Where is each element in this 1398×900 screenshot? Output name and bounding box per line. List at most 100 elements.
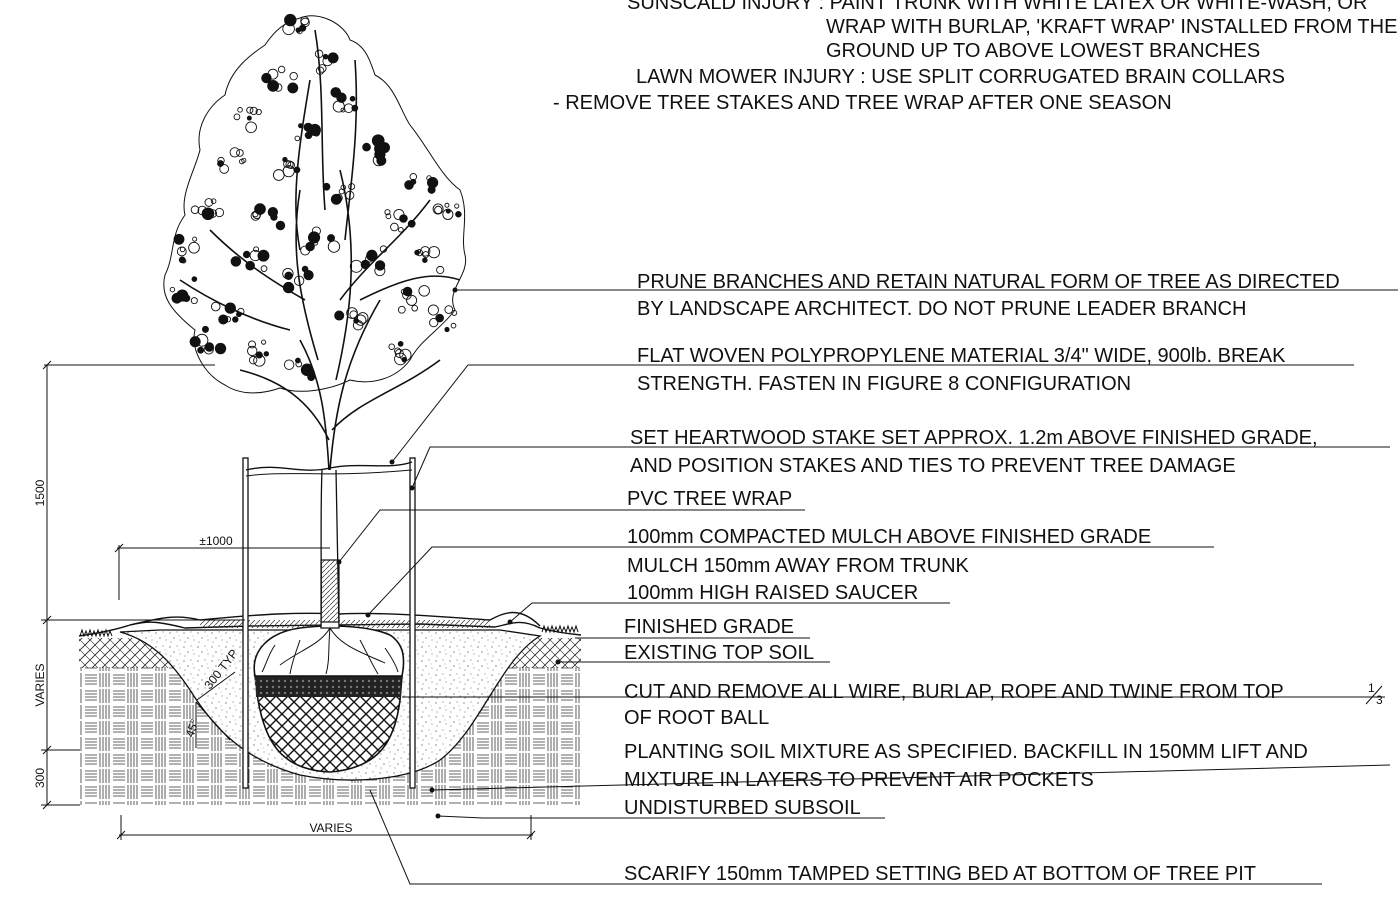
- leaf-clump: [402, 286, 413, 297]
- callout-scarify: SCARIFY 150mm TAMPED SETTING BED AT BOTT…: [624, 863, 1256, 885]
- leaf-clump: [261, 72, 272, 84]
- general-notes: SUNSCALD INJURY : PAINT TRUNK WITH WHITE…: [553, 0, 1397, 114]
- dim-bed: 300: [33, 768, 47, 788]
- note-sunscald: SUNSCALD INJURY : PAINT TRUNK WITH WHITE…: [627, 0, 1367, 14]
- leaf-clump: [263, 351, 270, 357]
- note-lawn-mower: LAWN MOWER INJURY : USE SPLIT CORRUGATED…: [636, 66, 1285, 88]
- leaf-clump: [394, 348, 404, 358]
- root-lines: [261, 627, 399, 675]
- leaf-clump: [455, 210, 462, 218]
- leaf-clump: [179, 246, 186, 253]
- stake-left: [242, 457, 249, 789]
- leaf-clump: [411, 304, 419, 312]
- leaf-clump: [214, 207, 225, 218]
- leaf-clump: [351, 104, 359, 112]
- leaf-clump: [394, 347, 401, 355]
- leaf-clump: [253, 354, 266, 367]
- dim-width: VARIES: [309, 821, 352, 835]
- leaf-clump: [171, 292, 183, 304]
- leaf-clump: [348, 183, 356, 191]
- leaf-clump: [311, 226, 321, 236]
- leaf-clump: [444, 305, 454, 314]
- leaf-clump: [360, 259, 371, 270]
- leaf-clump: [385, 213, 392, 220]
- leaf-clump: [301, 265, 309, 273]
- leaf-clump: [419, 246, 431, 257]
- leaf-clump: [190, 297, 198, 305]
- callout-soil-2: MIXTURE IN LAYERS TO PREVENT AIR POCKETS: [624, 769, 1094, 791]
- leaf-clump: [349, 95, 356, 102]
- leaf-clump: [451, 309, 458, 316]
- leaf-clump: [410, 178, 417, 185]
- leaf-clump: [340, 184, 347, 191]
- leaf-clump: [232, 316, 239, 323]
- callout-saucer: 100mm HIGH RAISED SAUCER: [627, 582, 918, 604]
- leaf-clump: [414, 249, 420, 256]
- foliage-clumps: [169, 13, 462, 382]
- leaf-clump: [349, 310, 358, 319]
- leaf-clump: [374, 142, 387, 155]
- leaf-clump: [260, 265, 268, 273]
- leaf-clump: [298, 123, 304, 129]
- callout-prune-1: PRUNE BRANCHES AND RETAIN NATURAL FORM O…: [637, 271, 1340, 293]
- leaf-clump: [189, 336, 201, 348]
- leaf-clump: [275, 220, 286, 231]
- leaf-clump: [397, 305, 406, 314]
- leaf-clump: [432, 203, 444, 215]
- note-ground-up: GROUND UP TO ABOVE LOWEST BRANCHES: [826, 40, 1260, 62]
- leaf-clump: [289, 71, 298, 81]
- leaf-clump: [210, 198, 217, 204]
- leaf-clump: [246, 106, 254, 114]
- leaf-clump: [284, 13, 297, 27]
- leaf-clump: [312, 240, 319, 246]
- leaf-clump: [267, 206, 279, 218]
- leaf-clump: [267, 79, 279, 92]
- leaf-clump: [218, 314, 229, 325]
- callout-cut-1: CUT AND REMOVE ALL WIRE, BURLAP, ROPE AN…: [624, 681, 1284, 703]
- leaf-clump: [436, 265, 445, 275]
- leaf-clump: [242, 250, 251, 259]
- leaf-clump: [253, 246, 260, 253]
- leaf-clump: [287, 82, 299, 94]
- root-ball: [253, 625, 405, 773]
- leaf-clump: [252, 210, 262, 220]
- grass-tufts: [79, 624, 579, 638]
- leaf-clump: [365, 254, 374, 263]
- leaf-clump: [435, 313, 444, 323]
- stake-right: [409, 457, 416, 789]
- callout-stake-2: AND POSITION STAKES AND TIES TO PREVENT …: [630, 455, 1236, 477]
- mulch-layer: [200, 620, 490, 628]
- leaf-clump: [295, 360, 303, 368]
- dim-depth: VARIES: [33, 663, 47, 706]
- leaf-clump: [300, 245, 311, 256]
- leaf-clump: [203, 344, 214, 355]
- callout-topsoil: EXISTING TOP SOIL: [624, 642, 814, 664]
- pvc-tree-wrap: [320, 559, 340, 623]
- leaf-clump: [406, 294, 418, 306]
- leaf-clump: [236, 149, 244, 157]
- leaf-clump: [283, 359, 295, 370]
- leaf-clump: [248, 340, 256, 349]
- leaf-clump: [173, 233, 185, 245]
- callout-tie-2: STRENGTH. FASTEN IN FIGURE 8 CONFIGURATI…: [637, 373, 1131, 395]
- leaf-clump: [427, 304, 439, 316]
- leaf-clump: [422, 251, 430, 258]
- fraction-slash: [1365, 685, 1383, 705]
- leaf-clump: [362, 142, 371, 152]
- canopy-foliage-outline: [163, 15, 467, 394]
- leaf-clump: [249, 106, 258, 115]
- leaf-clump: [327, 52, 339, 64]
- leaf-clump: [444, 326, 450, 333]
- leaf-clump: [245, 260, 255, 271]
- leaf-clump: [308, 369, 315, 376]
- leaf-clump: [327, 234, 336, 243]
- leaf-clump: [283, 159, 292, 168]
- leaf-clump: [330, 87, 342, 98]
- leaf-clump: [169, 286, 176, 293]
- leaf-clump: [300, 17, 310, 28]
- callout-subsoil: UNDISTURBED SUBSOIL: [624, 797, 861, 819]
- leaf-clump: [444, 202, 450, 208]
- leaf-clump: [237, 307, 245, 316]
- leaf-clump: [192, 236, 198, 242]
